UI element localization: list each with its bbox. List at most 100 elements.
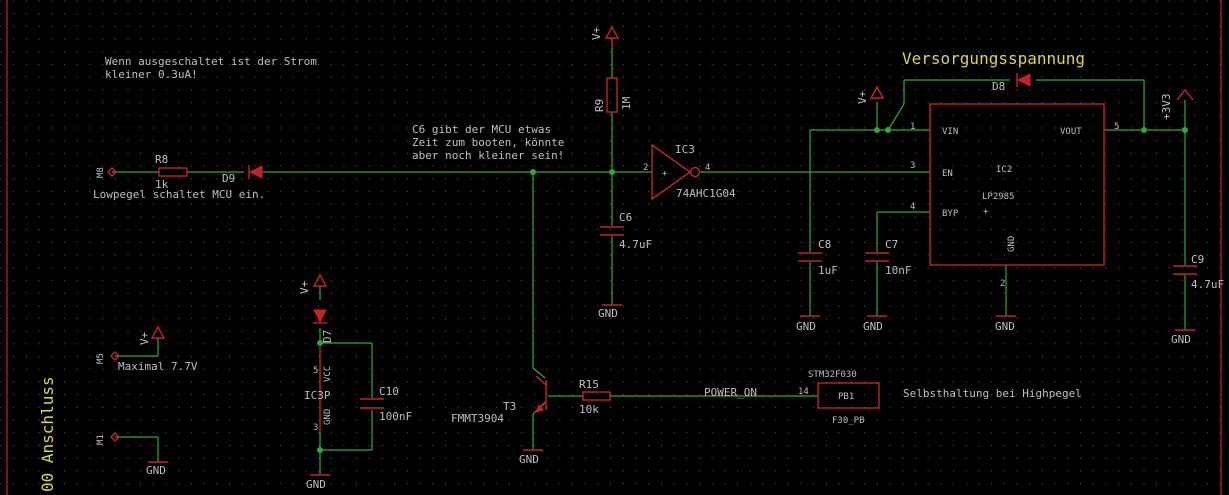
- gnd-label-c8: GND: [796, 320, 816, 333]
- v3v3-label: +3V3: [1160, 94, 1173, 121]
- c7-name: C7: [885, 238, 898, 251]
- vplus-label-ic2: V+: [856, 90, 869, 104]
- note-c6-line2: Zeit zum booten, könnte: [412, 136, 564, 149]
- ic2-vin-label: VIN: [942, 127, 958, 137]
- r15-value: 10k: [579, 403, 599, 416]
- r8-resistor-symbol[interactable]: [158, 167, 188, 177]
- vplus-supply-r9[interactable]: [604, 25, 620, 48]
- mcu-pin-label: PB1: [838, 392, 854, 402]
- note-c6-line3: aber noch kleiner sein!: [412, 149, 564, 162]
- ic3-inverter-symbol[interactable]: +: [651, 143, 701, 201]
- d7-name: D7: [321, 330, 334, 343]
- ic3p-vcc-pin-num: 5: [313, 366, 318, 376]
- note-off-current-line1: Wenn ausgeschaltet ist der Strom: [105, 55, 317, 68]
- ic2-byp-num: 4: [910, 202, 915, 212]
- junction-dots: [317, 127, 1188, 453]
- ic2-regulator-box[interactable]: [929, 103, 1105, 266]
- gnd-label-c9: GND: [1171, 333, 1191, 346]
- m8-connector-pin[interactable]: [107, 167, 117, 177]
- ic2-vin-num: 1: [910, 122, 915, 132]
- vplus-supply-ic2[interactable]: [869, 85, 885, 99]
- ic2-en-num: 3: [910, 161, 915, 171]
- m5-label: M5: [96, 353, 106, 364]
- c7-value: 10nF: [885, 264, 912, 277]
- ic2-vout-num: 5: [1114, 122, 1119, 132]
- mcu-bottom-label: F30_PB: [832, 416, 865, 426]
- ic2-vout-label: VOUT: [1060, 127, 1082, 137]
- vplus-supply-d7[interactable]: [312, 273, 328, 287]
- mcu-pb1-box[interactable]: [817, 382, 880, 409]
- m8-label: M8: [96, 167, 106, 178]
- c10-name: C10: [379, 385, 399, 398]
- c8-value: 1uF: [818, 264, 838, 277]
- c6-value: 4.7uF: [619, 238, 652, 251]
- note-maximal: Maximal 7.7V: [118, 360, 198, 373]
- m5-connector-pin[interactable]: [110, 351, 120, 361]
- r9-value: 1M: [620, 96, 633, 110]
- note-selbsthaltung: Selbsthaltung bei Highpegel: [903, 387, 1082, 400]
- ic3-name: IC3: [675, 143, 695, 156]
- r8-value: 1k: [155, 178, 169, 191]
- ic3p-gnd-pin: GND: [323, 409, 333, 425]
- title-versorgungsspannung: Versorgungsspannung: [902, 49, 1085, 68]
- c8-name: C8: [818, 238, 831, 251]
- r15-resistor-symbol[interactable]: [582, 391, 611, 401]
- ic3-pin-out: 4: [705, 163, 710, 173]
- c10-value: 100nF: [379, 410, 412, 423]
- ic2-byp-label: BYP: [942, 209, 959, 219]
- mcu-top-label: STM32F030: [808, 370, 857, 380]
- c9-name: C9: [1191, 253, 1204, 266]
- ic2-gnd-num: 2: [1000, 279, 1005, 289]
- gnd-label-ic3p: GND: [306, 478, 326, 491]
- d8-diode-symbol[interactable]: [1016, 73, 1031, 87]
- r9-name: R9: [593, 99, 606, 112]
- net-power-on-label: POWER_ON: [704, 386, 757, 399]
- ic2-gnd-label: GND: [1007, 236, 1017, 252]
- gnd-symbols: [148, 304, 1195, 476]
- vplus-label-m5: V+: [138, 331, 151, 345]
- m1-connector-pin[interactable]: [110, 432, 120, 442]
- gnd-label-ic2: GND: [995, 320, 1015, 333]
- r8-name: R8: [155, 153, 168, 166]
- c6-name: C6: [619, 211, 632, 224]
- r9-resistor-symbol[interactable]: [606, 77, 618, 113]
- svg-text:+: +: [662, 169, 668, 179]
- c8-capacitor-symbol[interactable]: [798, 252, 822, 262]
- title-anschluss: 00 Anschluss: [38, 376, 57, 492]
- t3-transistor-symbol[interactable]: [535, 375, 547, 413]
- wires: [112, 48, 1186, 475]
- note-lowpegel: Lowpegel schaltet MCU ein.: [93, 188, 265, 201]
- ic3p-gnd-pin-num: 3: [313, 423, 318, 433]
- vplus-label-r9: V+: [590, 26, 603, 40]
- c9-capacitor-symbol[interactable]: [1173, 265, 1197, 275]
- mcu-pin-num: 14: [798, 387, 809, 397]
- ic2-plus-mark: +: [983, 207, 989, 217]
- vplus-supply-m5[interactable]: [150, 325, 166, 339]
- d7-diode-symbol[interactable]: [313, 309, 327, 324]
- gnd-label-c6: GND: [598, 307, 618, 320]
- t3-name: T3: [503, 400, 516, 413]
- c6-capacitor-symbol[interactable]: [600, 226, 624, 236]
- ic2-name: IC2: [996, 165, 1012, 175]
- r15-name: R15: [579, 378, 599, 391]
- gnd-label-c7: GND: [863, 320, 883, 333]
- ic3-value: 74AHC1G04: [676, 187, 736, 200]
- c7-capacitor-symbol[interactable]: [865, 252, 889, 262]
- ic3p-name: IC3P: [304, 389, 331, 402]
- t3-value: FMMT3904: [451, 412, 504, 425]
- note-c6-line1: C6 gibt der MCU etwas: [412, 123, 551, 136]
- vplus-label-d7: V+: [298, 280, 311, 294]
- note-off-current-line2: kleiner 0.3uA!: [105, 68, 198, 81]
- v3v3-supply-arrow[interactable]: [1176, 88, 1194, 101]
- d9-name: D9: [222, 172, 235, 185]
- gnd-label-m1: GND: [146, 464, 166, 477]
- ic2-value: LP2985: [982, 192, 1015, 202]
- c10-capacitor-symbol[interactable]: [360, 398, 384, 409]
- ic2-en-label: EN: [942, 169, 953, 179]
- ic3-pin-in: 2: [643, 163, 648, 173]
- ic3p-vcc-pin: VCC: [323, 366, 333, 382]
- c9-value: 4.7uF: [1191, 278, 1224, 291]
- d8-name: D8: [992, 80, 1005, 93]
- d9-diode-symbol[interactable]: [248, 165, 263, 179]
